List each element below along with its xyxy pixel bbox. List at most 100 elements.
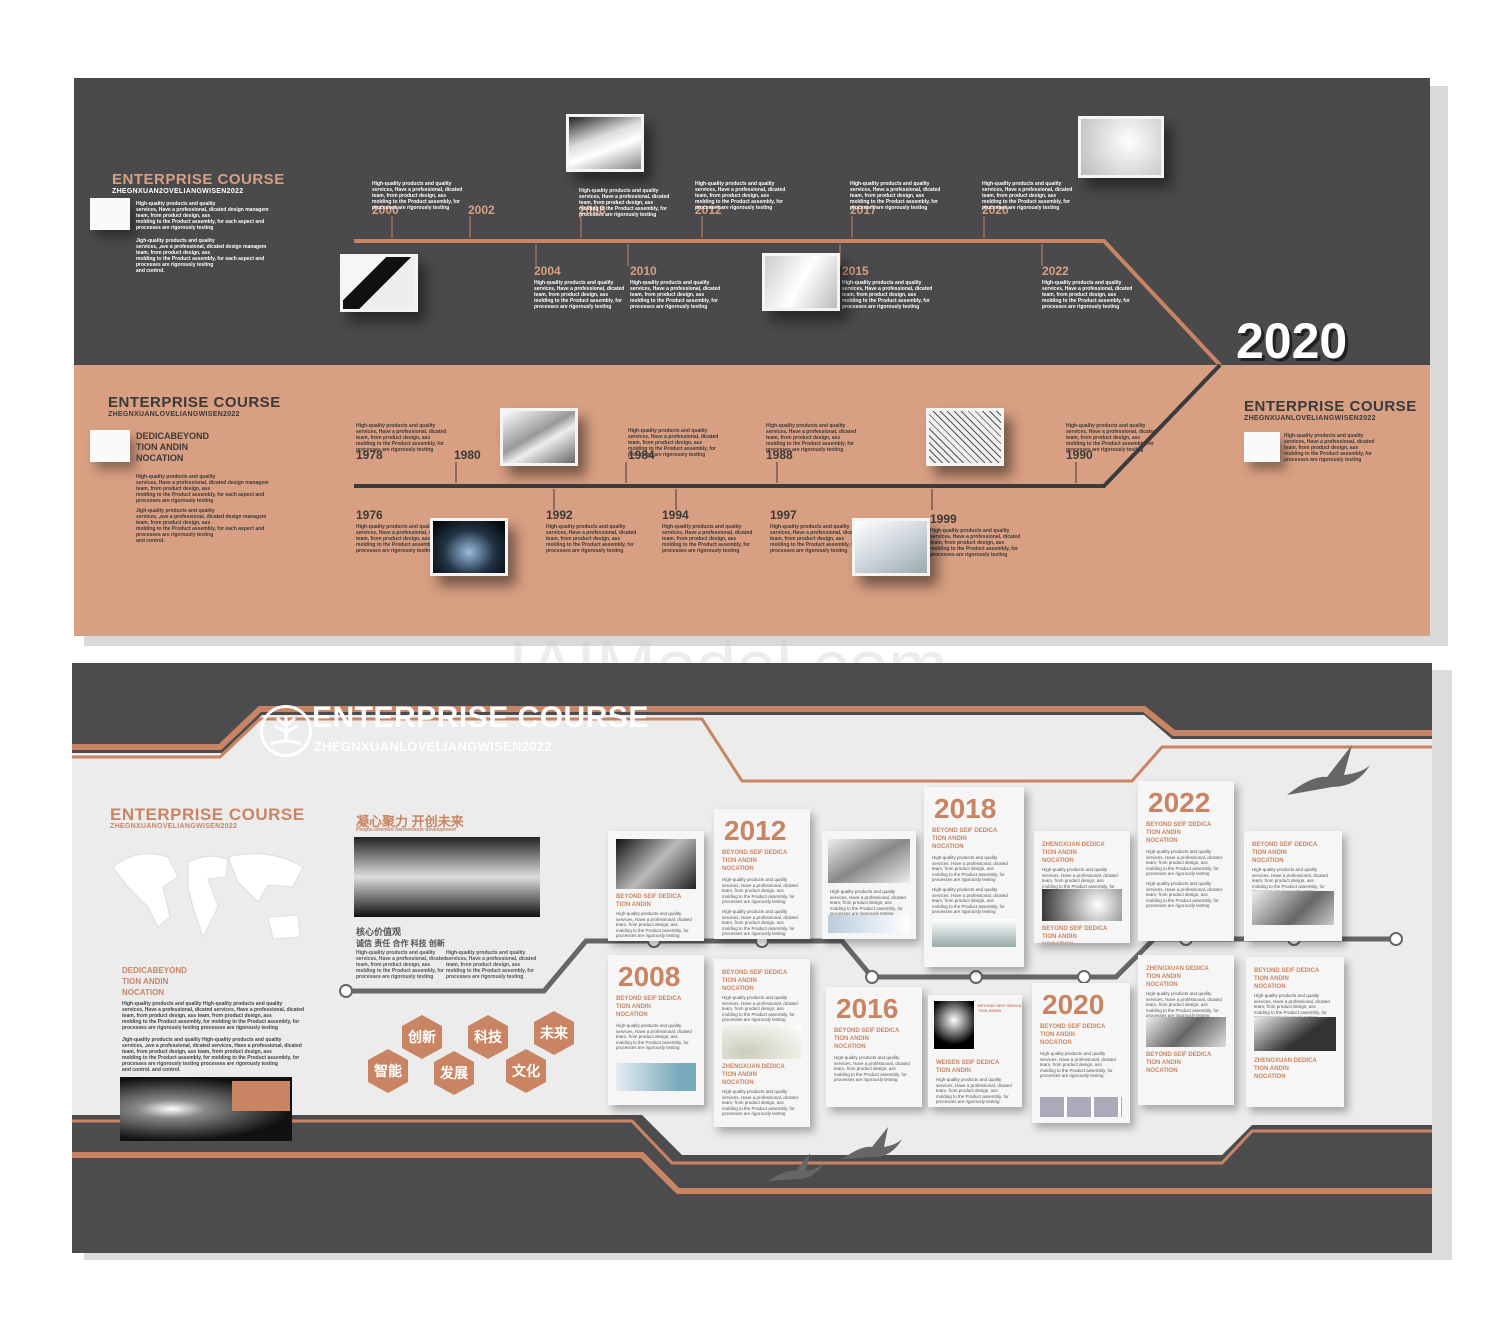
bird-icon [768, 1153, 824, 1181]
cube-decor [90, 198, 130, 230]
card-body: High-quality products and quality servic… [936, 1077, 1012, 1104]
card-photo [1042, 889, 1122, 921]
photo-block [566, 114, 644, 172]
card-body: High-quality products and quality servic… [932, 855, 1008, 882]
card-heading: BEYOND SEIF DEDICA TION ANDIN NOCATION [1040, 1024, 1106, 1046]
milestone-text: High-quality products and quality servic… [770, 524, 860, 554]
card-heading: BEYOND SEIF DEDICA TION ANDIN [978, 1003, 1022, 1013]
card-heading: BEYOND SEIF DEDICA TION ANDIN NOCATION [722, 850, 788, 872]
milestone-text: High-quality products and quality servic… [630, 280, 721, 310]
milestone-text: High-quality products and quality servic… [982, 181, 1073, 211]
timeline-card: BEYOND SEIF DEDICA TION ANDIN WEISEN SEI… [928, 995, 1022, 1107]
milestone-text: High-quality products and quality servic… [356, 423, 447, 453]
year-label: 2000 [372, 203, 399, 217]
slogan-en: People-oriented harmonious development [356, 827, 457, 833]
photo-block [762, 253, 840, 311]
peach-subtitle: ZHEGNXUANLOVELIANGWISEN2022 [108, 411, 240, 418]
card-body: High-quality products and quality servic… [616, 911, 692, 938]
header-title: ENTERPRISE COURSE [312, 701, 649, 734]
timeline-card: 2016 BEYOND SEIF DEDICA TION ANDIN NOCAT… [826, 987, 922, 1107]
card-photo [1254, 1017, 1336, 1051]
timeline-card: 2008 BEYOND SEIF DEDICA TION ANDIN NOCAT… [608, 955, 704, 1105]
card-heading: ZHENGXUAN DEDICA TION ANDIN NOCATION [1042, 842, 1105, 864]
milestone-text: High-quality products and quality servic… [546, 524, 637, 554]
card-year: 2018 [934, 793, 997, 824]
year-label: 1997 [770, 508, 797, 522]
year-label: 2010 [630, 264, 657, 278]
timeline-card: BEYOND SEIF DEDICA TION ANDIN NOCATION H… [714, 959, 810, 1127]
timeline-card: BEYOND SEIF DEDICA TION ANDIN NOCATION H… [1246, 957, 1344, 1107]
hex-badge: 发展 [434, 1051, 474, 1095]
milestone-text: High-quality products and quality servic… [1042, 280, 1133, 310]
year-label: 1990 [1066, 448, 1093, 462]
card-year: 2020 [1042, 989, 1105, 1020]
milestone-text: High-quality products and quality servic… [534, 280, 625, 310]
card-year: 2022 [1148, 787, 1211, 818]
card-photo [934, 1001, 974, 1049]
milestone-text: High-quality products and quality servic… [766, 423, 857, 453]
top-timeline-panel: ENTERPRISE COURSE ZHEGNXUAN2OVELIANGWISE… [74, 78, 1430, 636]
card-photo [616, 1063, 696, 1091]
year-label: 1988 [766, 448, 793, 462]
left-body: High-quality products and quality High-q… [122, 1001, 305, 1031]
bottom-timeline-panel: ENTERPRISE COURSE ZHEGNXUANLOVELIANGWISE… [72, 663, 1432, 1253]
timeline-card: 2020 BEYOND SEIF DEDICA TION ANDIN NOCAT… [1032, 983, 1130, 1123]
slogan: 凝心聚力 开创未来 [356, 814, 464, 829]
card-body: High-quality products and quality servic… [1146, 991, 1222, 1018]
year-label: 2017 [850, 203, 877, 217]
card-photo [1146, 1017, 1226, 1047]
world-map-icon [112, 853, 304, 940]
photo-block [926, 408, 1004, 466]
timeline-card: High-quality products and quality servic… [822, 831, 916, 939]
values-body: High-quality products and quality servic… [446, 950, 537, 980]
card-heading: BEYOND SEIF DEDICA TION ANDIN NOCATION [616, 996, 682, 1018]
card-heading: BEYOND SEIF DEDICA TION ANDIN [616, 894, 682, 908]
card-heading: BEYOND SEIF DEDICA TION ANDIN NOCATION [1042, 926, 1108, 943]
timeline-card: 2012 BEYOND SEIF DEDICA TION ANDIN NOCAT… [714, 809, 810, 939]
cube-decor [1244, 432, 1280, 462]
card-body: High-quality products and quality servic… [722, 995, 798, 1022]
card-heading: BEYOND SEIF DEDICA TION ANDIN NOCATION [1254, 968, 1320, 990]
peach-intro-2: Jigh-quality products and quality servic… [136, 508, 267, 544]
dark-title: ENTERPRISE COURSE [112, 171, 285, 188]
dark-intro-2: Jigh-quality products and quality servic… [136, 238, 267, 274]
card-photo [828, 915, 910, 933]
cube-decor [90, 430, 130, 462]
card-year: 2008 [618, 961, 681, 992]
year-label: 2015 [842, 264, 869, 278]
timeline-card: BEYOND SEIF DEDICA TION ANDIN NOCATION H… [1244, 831, 1342, 941]
card-heading: BEYOND SEIF DEDICA TION ANDIN NOCATION [1146, 1052, 1212, 1074]
values-title: 核心价值观 [356, 927, 402, 937]
timeline-card: ZHENGXUAN DEDICA TION ANDIN NOCATION Hig… [1034, 831, 1130, 943]
dark-band [74, 78, 1430, 365]
card-heading: BEYOND SEIF DEDICA TION ANDIN NOCATION [932, 828, 998, 850]
card-body: High-quality products and quality servic… [1146, 849, 1222, 876]
card-heading: BEYOND SEIF DEDICA TION ANDIN NOCATION [1252, 842, 1318, 864]
card-body: High-quality products and quality servic… [830, 889, 906, 916]
left-body-2: Jigh-quality products and quality High-q… [122, 1037, 302, 1073]
card-photo [722, 1025, 802, 1059]
card-heading: WEISEN SEIF DEDICA TION ANDIN [936, 1060, 1000, 1074]
photo-block [852, 518, 930, 576]
card-photo [616, 839, 696, 889]
timeline-lines [354, 216, 1222, 510]
card-photo [1252, 891, 1334, 925]
photo-block [340, 254, 418, 312]
hex-badge: 智能 [368, 1049, 408, 1093]
hex-badge: 文化 [506, 1049, 546, 1093]
card-heading: ZHENGXUAN DEDICA TION ANDIN NOCATION [722, 1064, 785, 1086]
timeline-card: ZHENGXUAN DEDICA TION ANDIN NOCATION Hig… [1138, 955, 1234, 1105]
header-subtitle: ZHEGNXUANLOVELIANGWISEN2022 [314, 739, 552, 754]
year-label: 2022 [1042, 264, 1069, 278]
timeline-card: BEYOND SEIF DEDICA TION ANDIN High-quali… [608, 831, 704, 941]
milestone-text: High-quality products and quality servic… [628, 428, 719, 458]
card-body: High-quality products and quality servic… [834, 1055, 910, 1082]
year-label: 1978 [356, 448, 383, 462]
card-year: 2012 [724, 815, 787, 846]
dark-intro: High-quality products and quality servic… [136, 201, 269, 231]
left-photo-accent [232, 1081, 290, 1111]
card-body: High-quality products and quality servic… [722, 909, 798, 936]
dark-subtitle: ZHEGNXUAN2OVELIANGWISEN2022 [112, 188, 244, 195]
card-body: High-quality products and quality servic… [722, 1089, 798, 1116]
peach-intro: High-quality products and quality servic… [136, 474, 269, 504]
